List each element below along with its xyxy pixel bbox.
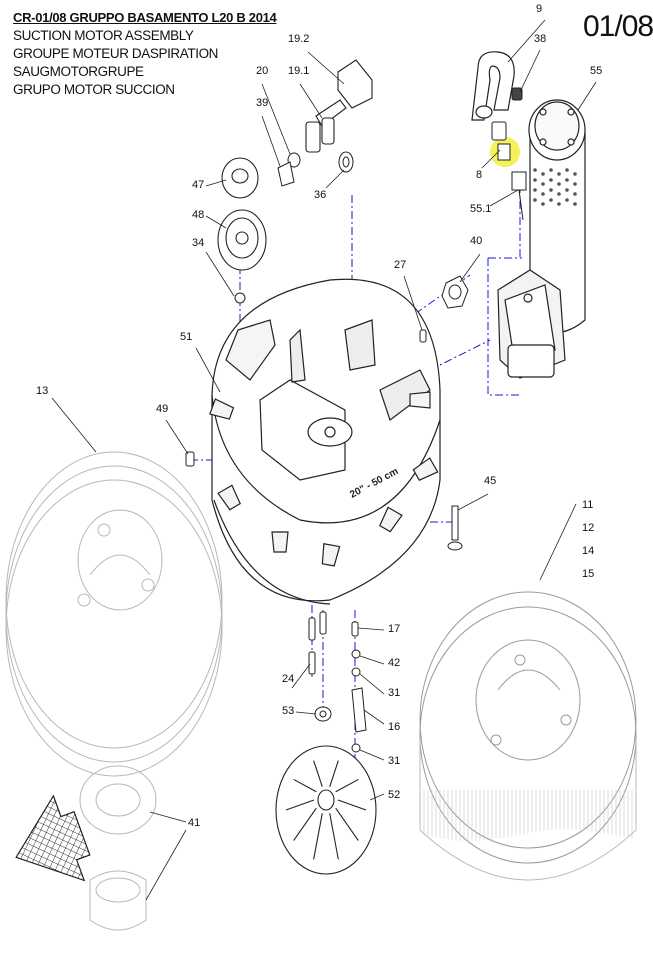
leader-c-52 bbox=[369, 793, 385, 801]
parts-17-42-31-16 bbox=[351, 621, 367, 753]
base-plate-51: 20" - 50 cm bbox=[209, 278, 441, 605]
bolt-45 bbox=[447, 505, 463, 551]
nut-53 bbox=[314, 706, 332, 722]
callout-c-42: 42 bbox=[388, 657, 400, 669]
leader-c-17 bbox=[357, 627, 385, 631]
leader-c-48 bbox=[205, 215, 227, 229]
callout-c-20: 20 bbox=[256, 65, 268, 77]
callout-c-48: 48 bbox=[192, 209, 204, 221]
screw-27 bbox=[419, 329, 427, 343]
valve-19-group bbox=[305, 59, 373, 153]
leader-c-55-1 bbox=[489, 189, 519, 207]
brush-13-ghost bbox=[5, 451, 223, 777]
leader-c-19-2 bbox=[307, 51, 345, 85]
leader-c-45 bbox=[457, 493, 489, 511]
wheel-48 bbox=[217, 209, 267, 271]
leader-c-31b bbox=[359, 749, 385, 761]
callout-c-31b: 31 bbox=[388, 755, 400, 767]
callout-c-15: 15 bbox=[582, 568, 594, 580]
callout-c-34: 34 bbox=[192, 237, 204, 249]
leader-c-24 bbox=[291, 663, 311, 689]
leader-c-39 bbox=[261, 115, 281, 167]
callout-c-52: 52 bbox=[388, 789, 400, 801]
callout-c-55-1: 55.1 bbox=[470, 203, 491, 215]
screws-24 bbox=[308, 611, 327, 675]
suction-motor-55 bbox=[497, 99, 586, 379]
fitting-39 bbox=[277, 161, 295, 187]
callout-c-38: 38 bbox=[534, 33, 546, 45]
title-line-en: SUCTION MOTOR ASSEMBLY bbox=[13, 28, 194, 43]
connector-55-1 bbox=[511, 171, 527, 221]
callout-c-14: 14 bbox=[582, 545, 594, 557]
title-block: CR-01/08 GRUPPO BASAMENTO L20 B 2014 SUC… bbox=[13, 10, 277, 99]
fitting-38 bbox=[511, 87, 523, 101]
leader-c-47 bbox=[205, 179, 227, 187]
leader-c-20 bbox=[261, 83, 291, 155]
callout-c-31a: 31 bbox=[388, 687, 400, 699]
leader-c-49 bbox=[165, 419, 189, 455]
leader-c-27 bbox=[403, 275, 423, 331]
callout-c-41: 41 bbox=[188, 817, 200, 829]
leader-c-16 bbox=[363, 709, 385, 725]
callout-c-11: 11 bbox=[582, 499, 593, 511]
callout-c-17: 17 bbox=[388, 623, 400, 635]
leader-c-9 bbox=[507, 19, 546, 63]
callout-c-19-1: 19.1 bbox=[288, 65, 309, 77]
title-line-fr: GROUPE MOTEUR DASPIRATION bbox=[13, 46, 219, 61]
brush-hub-52 bbox=[275, 745, 377, 875]
callout-c-16: 16 bbox=[388, 721, 400, 733]
connector-8 bbox=[491, 121, 511, 161]
leader-c-40 bbox=[459, 253, 481, 283]
brush-bristles bbox=[423, 790, 633, 841]
callout-c-12: 12 bbox=[582, 522, 594, 534]
page-number: 01/08 bbox=[583, 10, 653, 43]
direction-arrow bbox=[15, 794, 91, 882]
callout-c-13: 13 bbox=[36, 385, 48, 397]
leader-c-42 bbox=[359, 655, 385, 665]
hose-9 bbox=[471, 51, 515, 121]
callout-c-53: 53 bbox=[282, 705, 294, 717]
callout-c-27: 27 bbox=[394, 259, 406, 271]
title-line-de: SAUGMOTORGRUPE bbox=[13, 64, 144, 79]
callout-c-19-2: 19.2 bbox=[288, 33, 309, 45]
leader-c-41 bbox=[149, 811, 187, 823]
leader-c-31a bbox=[359, 673, 385, 695]
leader-c-13 bbox=[51, 397, 97, 453]
callout-c-47: 47 bbox=[192, 179, 204, 191]
leader-c-19-1 bbox=[299, 83, 323, 119]
callout-c-51: 51 bbox=[180, 331, 192, 343]
washer-20 bbox=[287, 152, 301, 168]
callout-c-36: 36 bbox=[314, 189, 326, 201]
ring-36 bbox=[338, 151, 354, 173]
callout-c-9: 9 bbox=[536, 3, 542, 15]
leader-c-8 bbox=[481, 149, 501, 169]
leader-c-34 bbox=[205, 251, 235, 297]
callout-c-49: 49 bbox=[156, 403, 168, 415]
drawing-code-title: CR-01/08 GRUPPO BASAMENTO L20 B 2014 bbox=[13, 10, 277, 25]
callout-c-45: 45 bbox=[484, 475, 496, 487]
cap-47 bbox=[221, 157, 259, 199]
brush-11-assembly bbox=[419, 591, 637, 881]
title-line-es: GRUPO MOTOR SUCCION bbox=[13, 82, 175, 97]
leader-c-51 bbox=[195, 347, 221, 393]
leader-c-36 bbox=[325, 169, 345, 189]
nut-40 bbox=[441, 275, 469, 309]
callout-c-55: 55 bbox=[590, 65, 602, 77]
leader-c-55 bbox=[577, 81, 597, 111]
callout-c-8: 8 bbox=[476, 169, 482, 181]
leader-c-41-b bbox=[145, 829, 187, 901]
leader-c-38 bbox=[519, 49, 541, 93]
screw-34 bbox=[234, 292, 246, 304]
callout-c-39: 39 bbox=[256, 97, 268, 109]
callout-c-24: 24 bbox=[282, 673, 294, 685]
callout-c-40: 40 bbox=[470, 235, 482, 247]
bolt-49 bbox=[185, 451, 195, 467]
leader-c-11 bbox=[539, 503, 577, 581]
cover-41 bbox=[79, 765, 157, 931]
leader-c-53 bbox=[295, 711, 317, 715]
part-callouts: 9 38 55 8 55.1 40 19.2 20 19.1 39 36 47 48 34 27 51 49 13… bbox=[36, 3, 602, 901]
